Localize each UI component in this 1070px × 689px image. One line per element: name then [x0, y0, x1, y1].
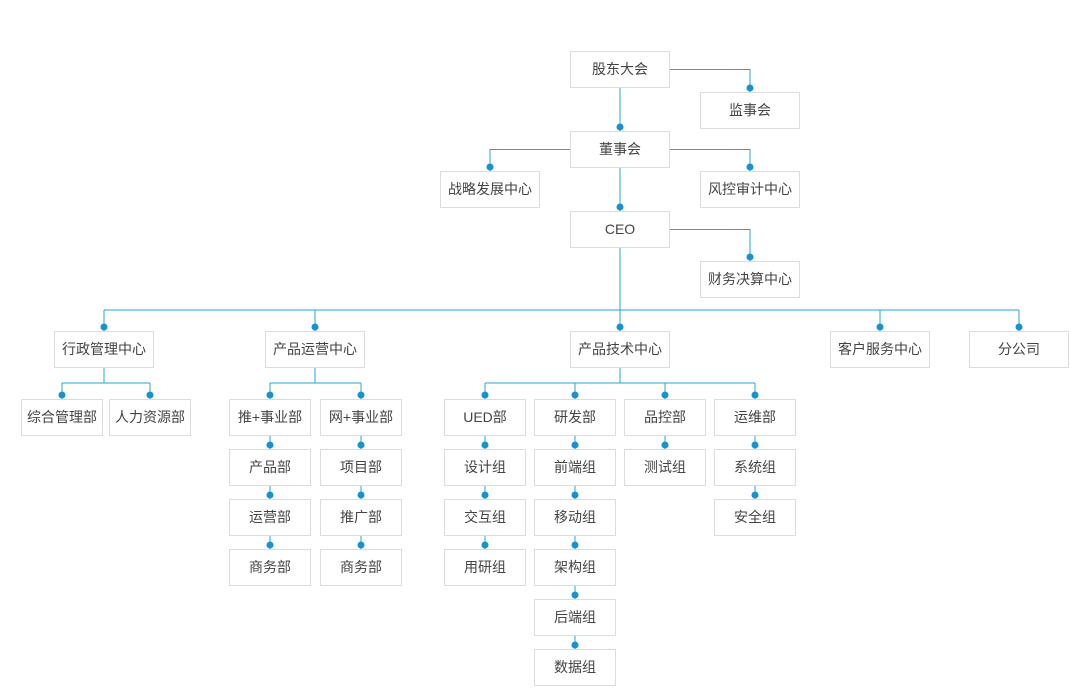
connector-dot [481, 491, 489, 499]
org-node-promotion: 推广部 [320, 499, 402, 536]
connector-dot [266, 441, 274, 449]
org-node-arch: 架构组 [534, 549, 616, 586]
org-node-security: 安全组 [714, 499, 796, 536]
org-node-risk: 风控审计中心 [700, 171, 800, 208]
connector-dot [616, 203, 624, 211]
org-node-system: 系统组 [714, 449, 796, 486]
org-node-devops: 运维部 [714, 399, 796, 436]
org-node-qc: 品控部 [624, 399, 706, 436]
connector-dot [746, 253, 754, 261]
org-node-strategy: 战略发展中心 [440, 171, 540, 208]
connector-dot [266, 391, 274, 399]
connector-dot [746, 84, 754, 92]
connector-dot [616, 123, 624, 131]
connector-dot [357, 441, 365, 449]
org-node-general: 综合管理部 [21, 399, 103, 436]
org-node-biz_1: 商务部 [229, 549, 311, 586]
org-node-ued: UED部 [444, 399, 526, 436]
connector-dot [571, 541, 579, 549]
org-node-rnd: 研发部 [534, 399, 616, 436]
connector-dot [661, 441, 669, 449]
connector-dot [357, 491, 365, 499]
connector-dot [311, 323, 319, 331]
connector-dot [100, 323, 108, 331]
connector-dot [486, 163, 494, 171]
connector-dot [751, 391, 759, 399]
org-node-operation: 运营部 [229, 499, 311, 536]
org-node-interaction: 交互组 [444, 499, 526, 536]
connector-dot [357, 541, 365, 549]
connector-dot [661, 391, 669, 399]
connector-dot [571, 491, 579, 499]
org-node-research: 用研组 [444, 549, 526, 586]
org-node-board: 董事会 [570, 131, 670, 168]
connector-dot [357, 391, 365, 399]
org-node-mobile: 移动组 [534, 499, 616, 536]
org-node-ceo: CEO [570, 211, 670, 248]
org-node-biz_2: 商务部 [320, 549, 402, 586]
connector-dot [616, 323, 624, 331]
connector-dot [146, 391, 154, 399]
org-node-project: 项目部 [320, 449, 402, 486]
org-node-testing: 测试组 [624, 449, 706, 486]
connector-dot [481, 541, 489, 549]
connector-dot [571, 641, 579, 649]
connector-dot [266, 491, 274, 499]
connector-dot [571, 591, 579, 599]
connector-dot [751, 491, 759, 499]
org-node-product: 产品部 [229, 449, 311, 486]
org-node-shareholders: 股东大会 [570, 51, 670, 88]
connector-dot [1015, 323, 1023, 331]
org-node-service: 客户服务中心 [830, 331, 930, 368]
connector-dot [746, 163, 754, 171]
connector-dot [481, 391, 489, 399]
connector-dot [751, 441, 759, 449]
org-node-tech: 产品技术中心 [570, 331, 670, 368]
connector-dot [876, 323, 884, 331]
connector-dot [58, 391, 66, 399]
org-node-supervisory: 监事会 [700, 92, 800, 129]
org-node-design: 设计组 [444, 449, 526, 486]
org-node-branch: 分公司 [969, 331, 1069, 368]
org-node-admin: 行政管理中心 [54, 331, 154, 368]
org-node-hr: 人力资源部 [109, 399, 191, 436]
org-node-ops: 产品运营中心 [265, 331, 365, 368]
org-node-finance: 财务决算中心 [700, 261, 800, 298]
org-node-tui: 推+事业部 [229, 399, 311, 436]
org-node-frontend: 前端组 [534, 449, 616, 486]
connector-dot [571, 441, 579, 449]
connector-dot [481, 441, 489, 449]
connector-dot [266, 541, 274, 549]
connector-dot [571, 391, 579, 399]
org-node-wang: 网+事业部 [320, 399, 402, 436]
org-node-backend: 后端组 [534, 599, 616, 636]
org-node-data_group: 数据组 [534, 649, 616, 686]
